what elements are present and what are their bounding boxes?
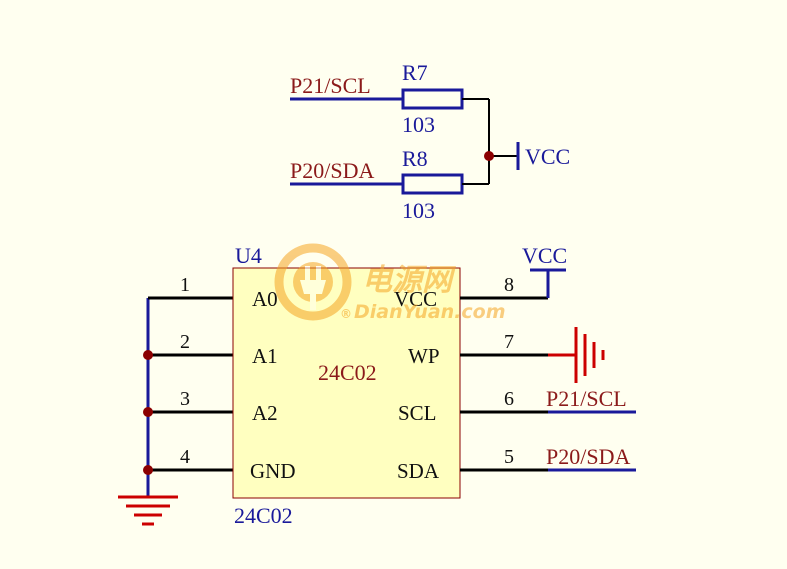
watermark-brand-en: DianYuan.com — [354, 301, 506, 323]
pin3-name: A2 — [252, 401, 278, 425]
watermark-registered: ® — [340, 307, 352, 321]
pullup-vcc-label: VCC — [525, 144, 570, 169]
pin8-number: 8 — [504, 274, 514, 296]
r8-resistor — [401, 173, 464, 195]
junction-pin3 — [143, 407, 153, 417]
pin2-number: 2 — [180, 331, 190, 353]
pin1-number: 1 — [180, 274, 190, 296]
pin8-name: VCC — [394, 287, 437, 311]
ground-left-icon — [118, 495, 178, 526]
scl-net-label: P21/SCL — [546, 386, 627, 411]
ic-designator: U4 — [235, 243, 262, 268]
r7-net-label: P21/SCL — [290, 73, 371, 98]
r7-ref: R7 — [402, 60, 428, 85]
watermark: 电源网 ® DianYuan.com — [274, 243, 506, 323]
ic-part-label: 24C02 — [234, 503, 293, 528]
pin5-number: 5 — [504, 446, 514, 468]
r7-resistor — [401, 88, 464, 110]
eeprom-ic: U4 24C02 24C02 1 2 3 4 A0 A1 A2 GND VCC — [118, 243, 636, 528]
pin2-name: A1 — [252, 344, 278, 368]
pin7-name: WP — [408, 344, 440, 368]
junction-pin4 — [143, 465, 153, 475]
pin8-vcc-label: VCC — [522, 243, 567, 268]
pin6-number: 6 — [504, 388, 514, 410]
pullup-junction — [484, 151, 494, 161]
pin1-name: A0 — [252, 287, 278, 311]
watermark-logo-icon — [274, 243, 352, 321]
pin7-number: 7 — [504, 331, 514, 353]
pin3-number: 3 — [180, 388, 190, 410]
r7-value: 103 — [402, 112, 435, 137]
pullup-resistors: P21/SCL R7 103 P20/SDA R8 103 VCC — [290, 60, 570, 223]
ic-center-label: 24C02 — [318, 360, 377, 385]
ic-body — [232, 267, 461, 499]
watermark-brand-cn: 电源网 — [362, 263, 456, 298]
pin4-number: 4 — [180, 446, 190, 468]
ground-wp-icon — [548, 327, 605, 383]
r8-ref: R8 — [402, 146, 428, 171]
r8-net-label: P20/SDA — [290, 158, 374, 183]
pin5-name: SDA — [397, 459, 440, 483]
pin4-name: GND — [250, 459, 296, 483]
junction-pin2 — [143, 350, 153, 360]
sda-net-label: P20/SDA — [546, 444, 630, 469]
pin6-name: SCL — [398, 401, 437, 425]
r8-value: 103 — [402, 198, 435, 223]
